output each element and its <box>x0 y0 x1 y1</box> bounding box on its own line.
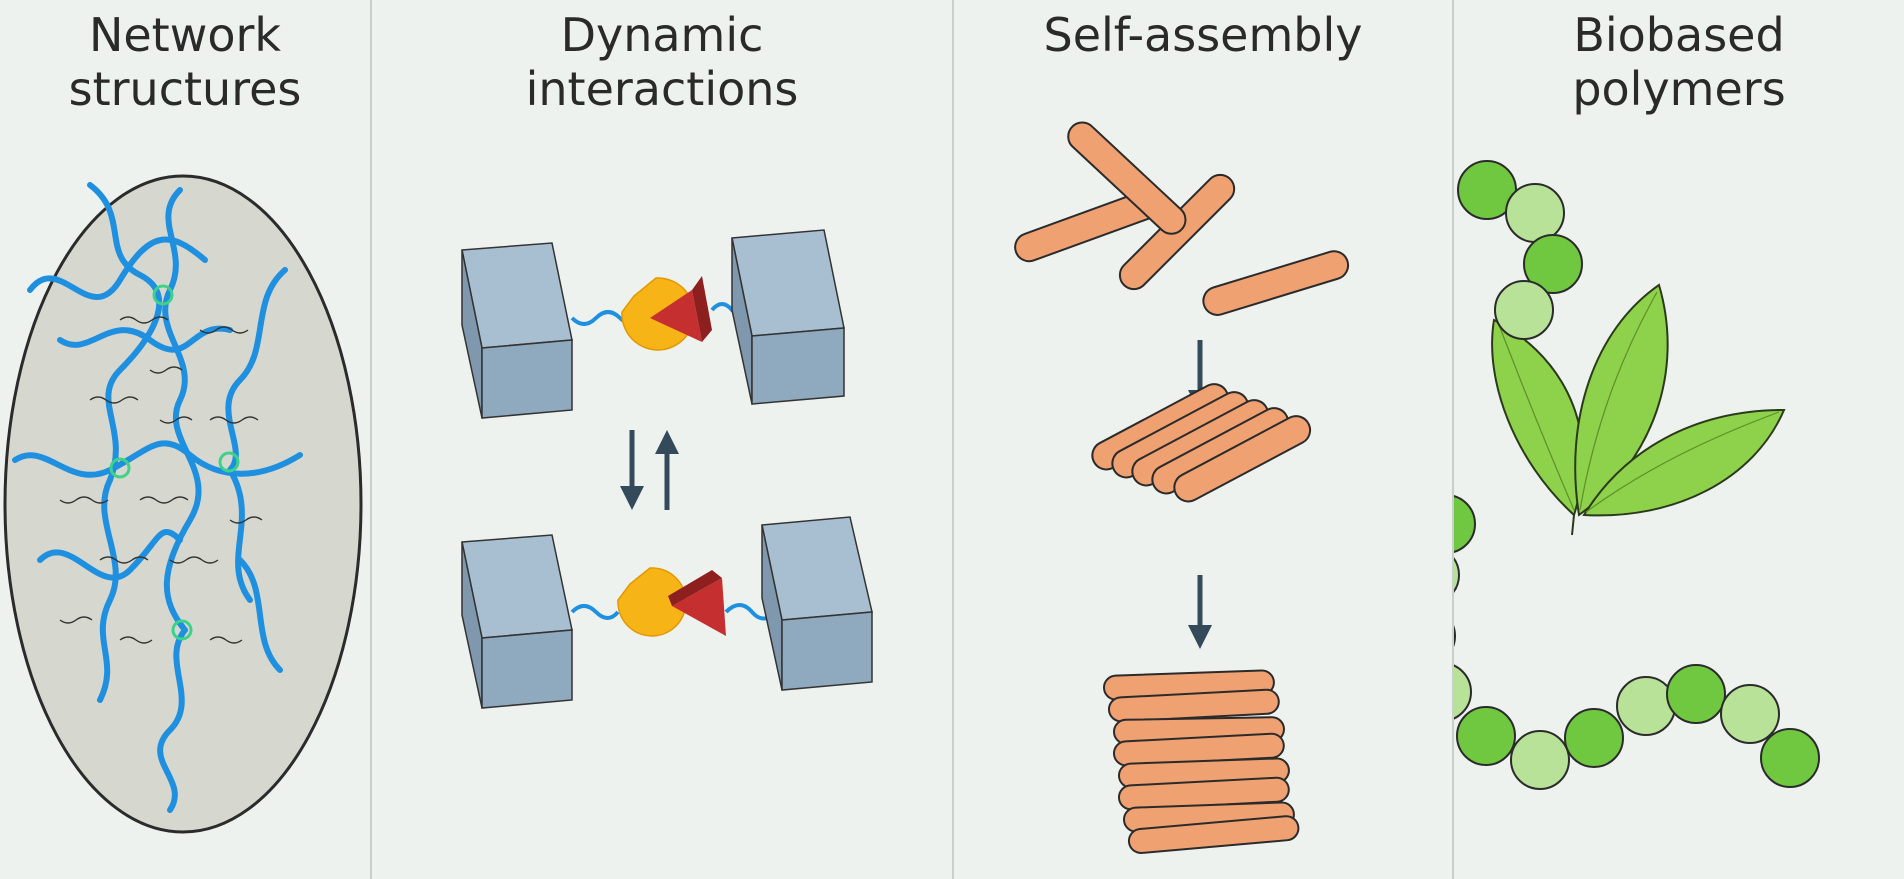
polymer-chains <box>12 182 303 813</box>
network-structures-panel: Network structures <box>0 0 370 879</box>
down-arrow <box>1188 575 1212 649</box>
host-shape <box>617 567 687 637</box>
right-block <box>761 516 873 691</box>
left-block <box>461 242 573 419</box>
panel-title: Self-assembly <box>954 8 1452 62</box>
partial-bundle <box>1086 378 1317 508</box>
dynamic-illustration <box>461 229 873 709</box>
title-line-2: interactions <box>525 62 799 116</box>
panel-divider <box>1452 0 1454 879</box>
panel-divider <box>952 0 954 879</box>
title-line-1: Biobased <box>1573 8 1785 62</box>
guest-shape <box>672 578 726 636</box>
dispersed-rods <box>1010 115 1353 320</box>
title-line-1: Dynamic <box>560 8 764 62</box>
title-line-2: structures <box>68 62 302 116</box>
biobased-polymers-panel: Biobased polymers <box>1454 0 1904 879</box>
network-illustration <box>3 174 363 834</box>
network-ellipse <box>3 174 363 834</box>
guest-shape <box>650 290 702 342</box>
dangling-chains <box>59 316 263 644</box>
unbound-host-guest-pair <box>461 229 845 419</box>
dynamic-interactions-panel: Dynamic interactions <box>372 0 952 879</box>
self-assembly-panel: Self-assembly <box>954 0 1452 879</box>
title-line-1: Self-assembly <box>1043 8 1363 62</box>
leaves <box>1491 283 1786 536</box>
top-bead-chain <box>1457 160 1583 340</box>
panel-title: Network structures <box>0 8 370 116</box>
right-block <box>731 229 845 405</box>
bottom-bead-chain <box>1454 495 1820 790</box>
panel-divider <box>370 0 372 879</box>
panel-title: Biobased polymers <box>1454 8 1904 116</box>
crosslink-points <box>109 284 240 641</box>
panel-title: Dynamic interactions <box>372 8 952 116</box>
title-line-2: polymers <box>1572 62 1786 116</box>
title-line-1: Network <box>88 8 282 62</box>
biobased-illustration <box>1454 160 1820 790</box>
self-assembly-illustration <box>1010 115 1353 855</box>
left-block <box>461 534 573 709</box>
stacked-bundle <box>1102 669 1301 855</box>
equilibrium-arrows <box>620 430 679 510</box>
bound-host-guest-pair <box>461 516 873 709</box>
